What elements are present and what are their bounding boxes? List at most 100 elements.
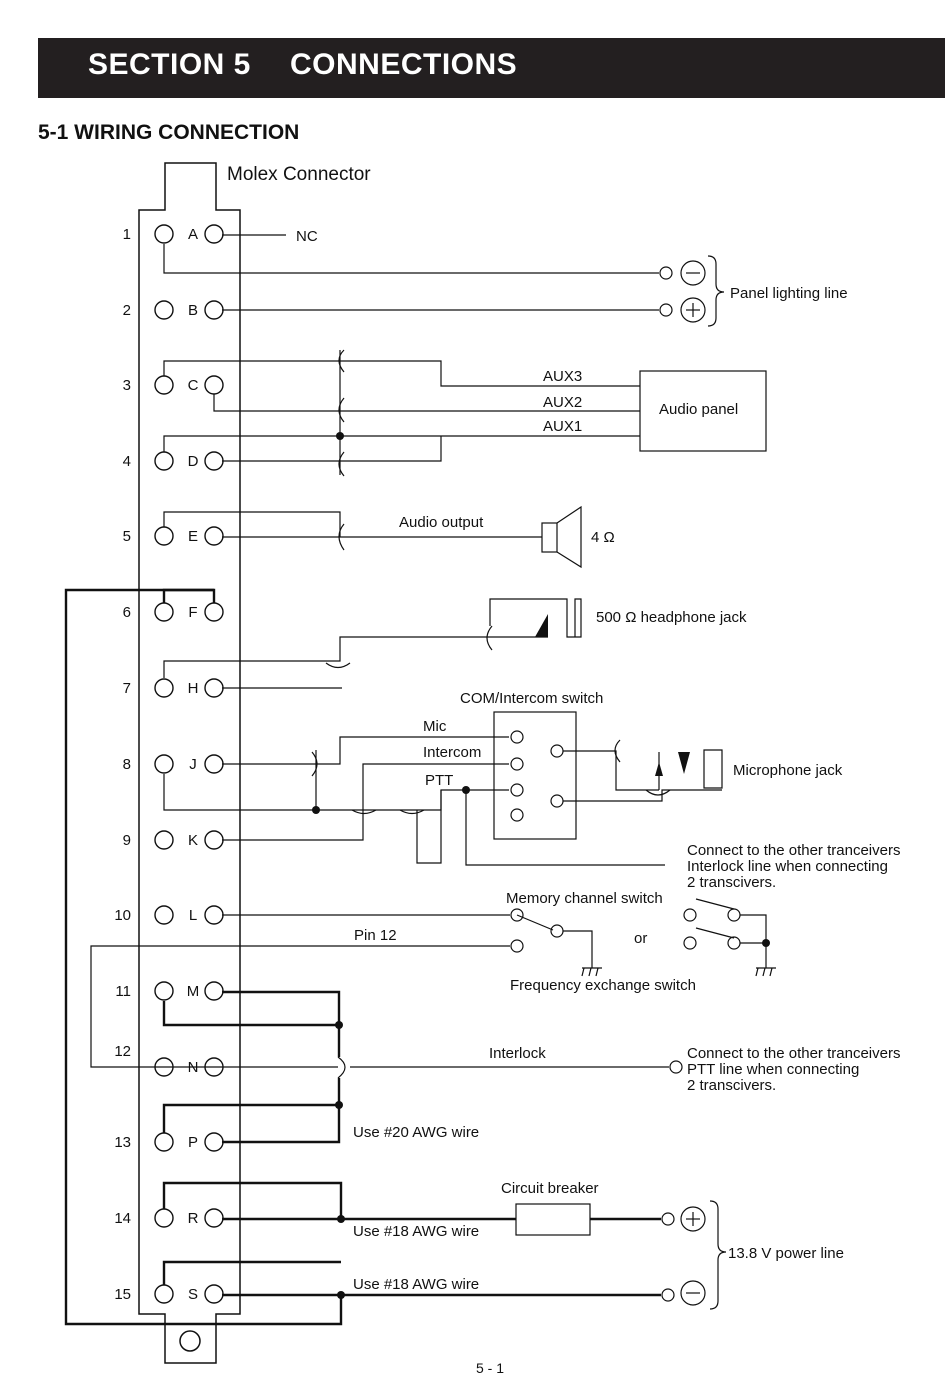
pin-number: 11 (115, 983, 131, 1000)
connector-title: Molex Connector (227, 164, 371, 185)
pin-number: 15 (114, 1286, 131, 1303)
pin-number: 6 (123, 604, 131, 621)
pin-contact-right (204, 678, 224, 698)
pin-row: 11 M (115, 981, 224, 1001)
pin-contact-right (204, 451, 224, 471)
pin-number: 12 (114, 1043, 131, 1060)
pin-number: 13 (114, 1134, 131, 1151)
pin-letter: B (188, 302, 198, 319)
pin-contact-left (154, 678, 174, 698)
pin-number: 1 (123, 226, 131, 243)
pin-contact-right (204, 754, 224, 774)
interlock-note-line2: Interlock line when connecting (687, 858, 888, 875)
ptt-note-line2: PTT line when connecting (687, 1061, 859, 1078)
pin-contact-left (154, 754, 174, 774)
ptt-note-line1: Connect to the other tranceivers (687, 1045, 900, 1062)
pin-contact-left (154, 375, 174, 395)
pin-number: 10 (114, 907, 131, 924)
pin-number: 14 (114, 1210, 131, 1227)
wires (90, 234, 767, 1079)
pin-letter: J (189, 756, 197, 773)
pin-row: 15 S (114, 1284, 224, 1304)
section-header-bar (38, 38, 945, 98)
ground-symbols (581, 967, 776, 977)
power-line-label: 13.8 V power line (728, 1245, 844, 1262)
pin-number: 5 (123, 528, 131, 545)
power-components (515, 1200, 727, 1310)
pin-contact-right (204, 1132, 224, 1152)
pin-contact-left (154, 1132, 174, 1152)
page-number: 5 - 1 (476, 1360, 505, 1376)
pin-contact-right (204, 526, 224, 546)
intercom-label: Intercom (423, 744, 481, 761)
pin-contact-right (204, 981, 224, 1001)
pin-contact-left (154, 1208, 174, 1228)
junction-dots (312, 432, 770, 1299)
headphone-jack-label: 500 Ω headphone jack (596, 609, 747, 626)
pin-row: 13 P (114, 1132, 224, 1152)
pin-letter: H (188, 680, 199, 697)
ptt-label: PTT (425, 772, 453, 789)
subsection-heading: 5-1 WIRING CONNECTION (38, 121, 300, 144)
com-intercom-switch-label: COM/Intercom switch (460, 690, 603, 707)
pin-letter: A (188, 226, 198, 243)
pin-contact-right (204, 224, 224, 244)
pin-number: 9 (123, 832, 131, 849)
section-number: SECTION 5 (88, 48, 251, 81)
frequency-exchange-switch-label: Frequency exchange switch (510, 977, 696, 994)
nc-label: NC (296, 228, 318, 245)
pin-number: 7 (123, 680, 131, 697)
pin-contact-right (204, 905, 224, 925)
pin-letter: L (189, 907, 197, 924)
molex-connector (138, 162, 241, 1364)
awg20-label: Use #20 AWG wire (353, 1124, 479, 1141)
pin12-label: Pin 12 (354, 927, 397, 944)
audio-panel-label: Audio panel (659, 401, 738, 418)
pin-row: 10 L (114, 905, 224, 925)
pin-contact-left (154, 602, 174, 622)
interlock-label: Interlock (489, 1045, 546, 1062)
heavy-wires (64, 588, 661, 1326)
mic-label: Mic (423, 718, 447, 735)
pin-letter: D (188, 453, 199, 470)
pin-contact-right (204, 1208, 224, 1228)
ptt-note-line3: 2 transcivers. (687, 1077, 776, 1094)
pin-letter: S (188, 1286, 198, 1303)
pin-number: 4 (123, 453, 131, 470)
memory-channel-switch-label: Memory channel switch (506, 890, 663, 907)
pin-letter: K (188, 832, 198, 849)
pin-contact-right (204, 602, 224, 622)
diagram-labels: NC Panel lighting line AUX3 AUX2 AUX1 Au… (296, 228, 900, 1293)
pin-contact-right (204, 375, 224, 395)
pin-letter: F (188, 604, 197, 621)
pin-contact-left (154, 224, 174, 244)
aux1-label: AUX1 (543, 418, 582, 435)
pin-contact-left (154, 981, 174, 1001)
pin-number: 2 (123, 302, 131, 319)
pin-letter: M (187, 983, 200, 1000)
audio-output-label: Audio output (399, 514, 484, 531)
aux3-label: AUX3 (543, 368, 582, 385)
pin-row: 12N (114, 1043, 224, 1077)
pin-contact-left (154, 830, 174, 850)
pin-contact-left (154, 451, 174, 471)
aux2-label: AUX2 (543, 394, 582, 411)
panel-lighting-label: Panel lighting line (730, 285, 848, 302)
pin-letter: E (188, 528, 198, 545)
pin-contact-left (154, 526, 174, 546)
awg18-label-1: Use #18 AWG wire (353, 1223, 479, 1240)
pin-letter: P (188, 1134, 198, 1151)
microphone-jack-label: Microphone jack (733, 762, 843, 779)
pin-contact-left (154, 905, 174, 925)
pin-number: 8 (123, 756, 131, 773)
